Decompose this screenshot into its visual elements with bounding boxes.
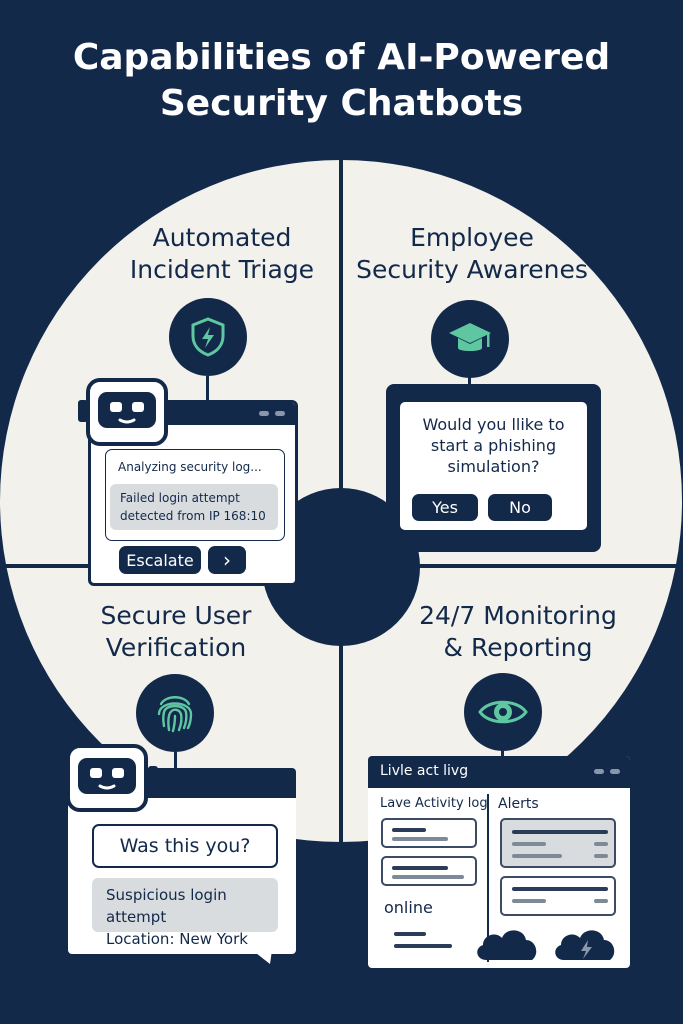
shield-lightning-icon — [169, 298, 247, 376]
monitoring-title-line-1: 24/7 Monitoring — [419, 601, 617, 630]
window-titlebar: Livle act livg — [368, 756, 630, 788]
verification-prompt-bubble: Was this you? — [92, 824, 278, 868]
alert-card — [500, 818, 616, 868]
log-entry — [381, 818, 477, 848]
question-line-3: simulation? — [447, 457, 540, 476]
phishing-prompt-screen: Would you llike to start a phishing simu… — [400, 402, 587, 530]
connector-line — [206, 376, 209, 402]
fingerprint-icon — [136, 674, 214, 752]
triage-alert-line-1: Failed login attempt — [120, 491, 240, 505]
alerts-header: Alerts — [498, 796, 539, 812]
robot-avatar-icon — [76, 378, 186, 448]
triage-title-line-2: Incident Triage — [129, 255, 315, 284]
eye-icon — [464, 673, 542, 751]
triage-alert-line-2: detected from IP 168:10 — [120, 509, 266, 523]
verification-title-line-2: Verification — [105, 633, 247, 662]
connector-line — [468, 376, 471, 386]
monitoring-dashboard-window: Livle act livg Lave Activity log Alerts … — [368, 756, 630, 968]
cloud-lightning-icon — [555, 930, 615, 960]
graduation-cap-icon — [431, 300, 509, 378]
robot-avatar-icon — [56, 744, 166, 814]
question-line-2: start a phishing — [430, 436, 557, 455]
online-status-text: online — [384, 898, 433, 917]
log-entry — [381, 856, 477, 886]
connector-line — [174, 752, 177, 772]
log-line — [394, 932, 426, 936]
monitoring-title-line-2: & Reporting — [443, 633, 593, 662]
verification-detail-line-2: Location: New York — [106, 930, 248, 948]
cloud-icon — [477, 930, 537, 960]
triage-status-text: Analyzing security log... — [118, 460, 262, 474]
no-button[interactable]: No — [488, 494, 552, 521]
page-title-line-2: Security Chatbots — [159, 83, 524, 124]
window-controls — [259, 411, 285, 416]
dashboard-window-title: Livle act livg — [380, 763, 469, 779]
question-line-1: Would you llike to — [422, 415, 565, 434]
log-line — [394, 944, 452, 948]
connector-line — [501, 750, 504, 758]
window-controls — [594, 769, 620, 774]
triage-title-line-1: Automated — [152, 223, 292, 252]
verification-detail-box: Suspicious login attempt Location: New Y… — [92, 878, 278, 948]
awareness-title-line-2: Security Awarenes — [356, 255, 588, 284]
yes-button[interactable]: Yes — [412, 494, 478, 521]
escalate-button[interactable]: Escalate — [119, 546, 201, 574]
speech-tail-icon — [252, 950, 272, 964]
activity-log-header: Lave Activity log — [380, 796, 488, 811]
awareness-title-line-1: Employee — [410, 223, 534, 252]
next-button[interactable]: › — [208, 546, 246, 574]
triage-alert-box: Failed login attempt detected from IP 16… — [110, 484, 278, 530]
verification-detail-line-1: Suspicious login attempt — [106, 886, 227, 926]
verification-title-line-1: Secure User — [100, 601, 252, 630]
alert-card — [500, 876, 616, 916]
panel-divider — [487, 794, 489, 962]
phishing-prompt-window: Would you llike to start a phishing simu… — [386, 384, 601, 552]
triage-log-bubble: Analyzing security log... Failed login a… — [105, 449, 285, 541]
page-title-line-1: Capabilities of AI-Powered — [72, 37, 611, 78]
